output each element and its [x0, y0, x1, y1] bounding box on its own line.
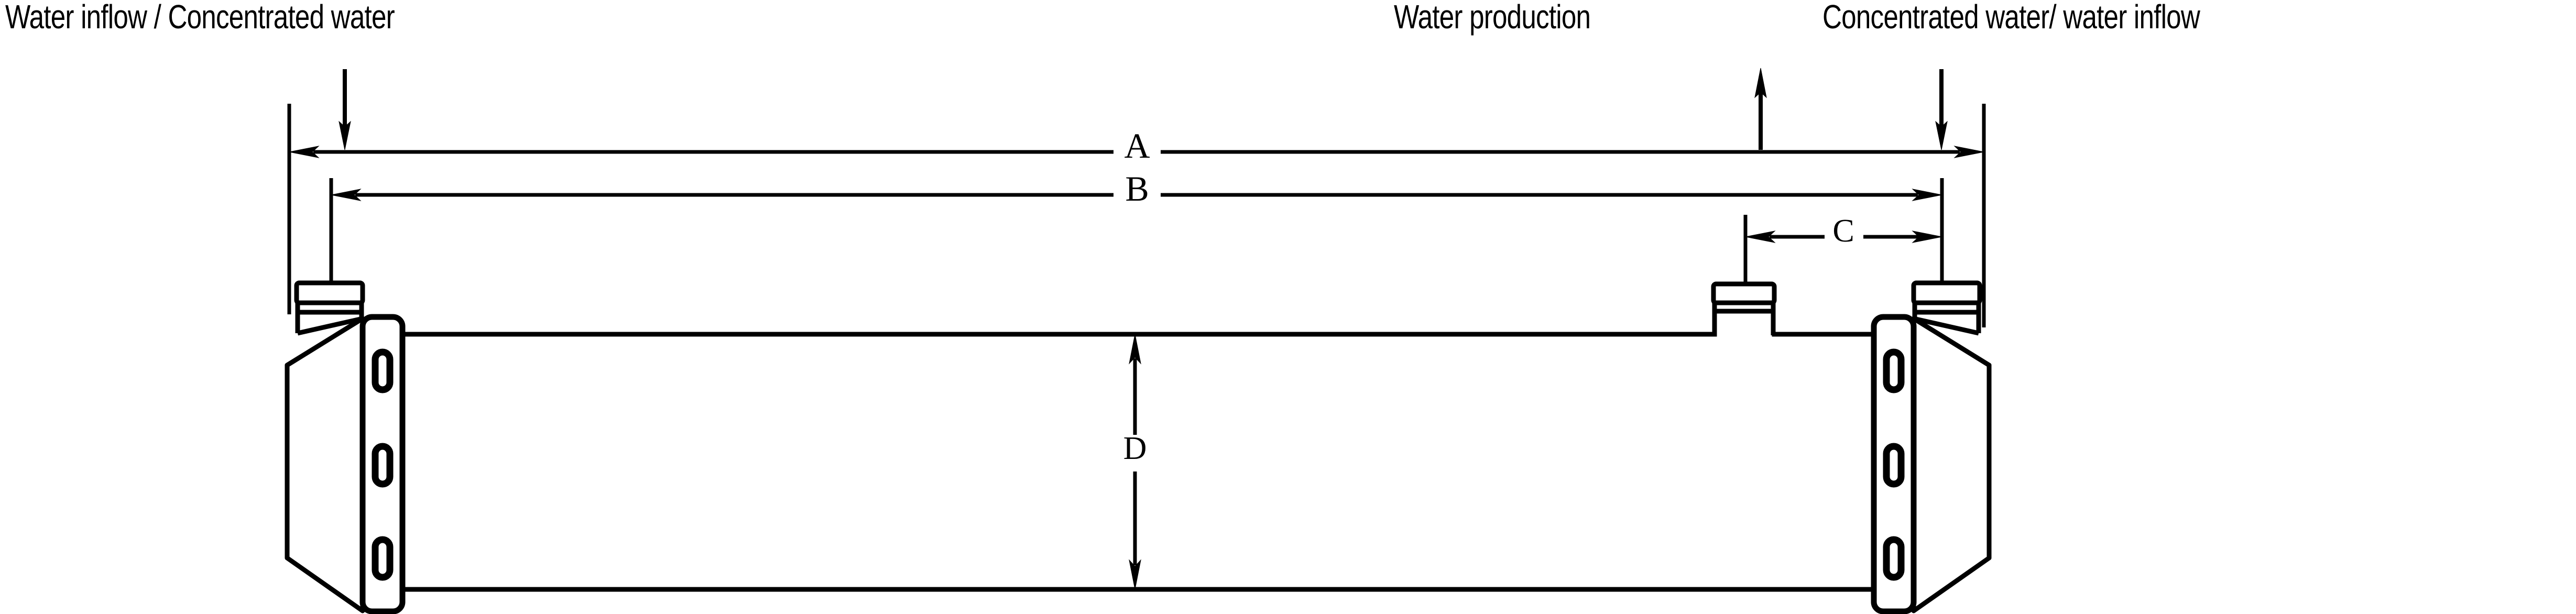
left-flange-slot-3	[372, 536, 394, 581]
left-cone-inner	[297, 316, 363, 336]
dimension-label-c: C	[1832, 213, 1854, 249]
label-inlet-right: Concentrated water/ water inflow	[1822, 0, 2200, 36]
left-end-cap	[285, 280, 406, 614]
dimension-d-arrow-top	[1129, 334, 1141, 365]
right-flange-slot-3	[1883, 536, 1905, 581]
leader-arrow-inlet-left-head	[339, 120, 351, 150]
leader-arrow-inlet-right-head	[1935, 120, 1948, 150]
right-flange-slot-2	[1883, 443, 1905, 488]
dimension-a-arrow-right	[1953, 146, 1984, 158]
dimension-label-a: A	[1124, 126, 1150, 166]
dimension-d-arrow-bottom	[1129, 559, 1141, 590]
extension-lines	[287, 104, 1986, 327]
right-cone-inner	[1913, 316, 1979, 336]
right-nozzle-collar	[1911, 280, 1982, 305]
leader-arrow-water-production-head	[1754, 68, 1767, 98]
right-cone-shell	[1911, 316, 1992, 613]
label-water-production: Water production	[1394, 0, 1591, 36]
dimension-a-arrow-left	[289, 146, 320, 158]
left-flange-slot-1	[372, 348, 394, 393]
right-flange-slot-1	[1883, 348, 1905, 393]
dimension-c	[1745, 231, 1942, 243]
label-leader-arrows	[339, 68, 1948, 150]
label-inlet-left: Water inflow / Concentrated water	[5, 0, 395, 36]
dimension-label-d: D	[1123, 431, 1147, 466]
dimension-b-arrow-right	[1912, 189, 1942, 201]
left-cone-shell	[285, 316, 365, 613]
dimension-a	[289, 146, 1984, 158]
dimension-d	[1129, 334, 1141, 590]
left-nozzle-collar	[294, 280, 365, 305]
dimension-b-arrow-left	[331, 189, 362, 201]
right-end-cap	[1871, 280, 1992, 614]
dimension-label-b: B	[1125, 169, 1149, 209]
left-flange-slot-2	[372, 443, 394, 488]
permeate-port-collar	[1711, 281, 1777, 305]
dimension-b	[331, 189, 1942, 201]
water-production-port	[1711, 281, 1777, 335]
dimension-c-arrow-left	[1745, 231, 1776, 243]
dimension-c-arrow-right	[1912, 231, 1942, 243]
